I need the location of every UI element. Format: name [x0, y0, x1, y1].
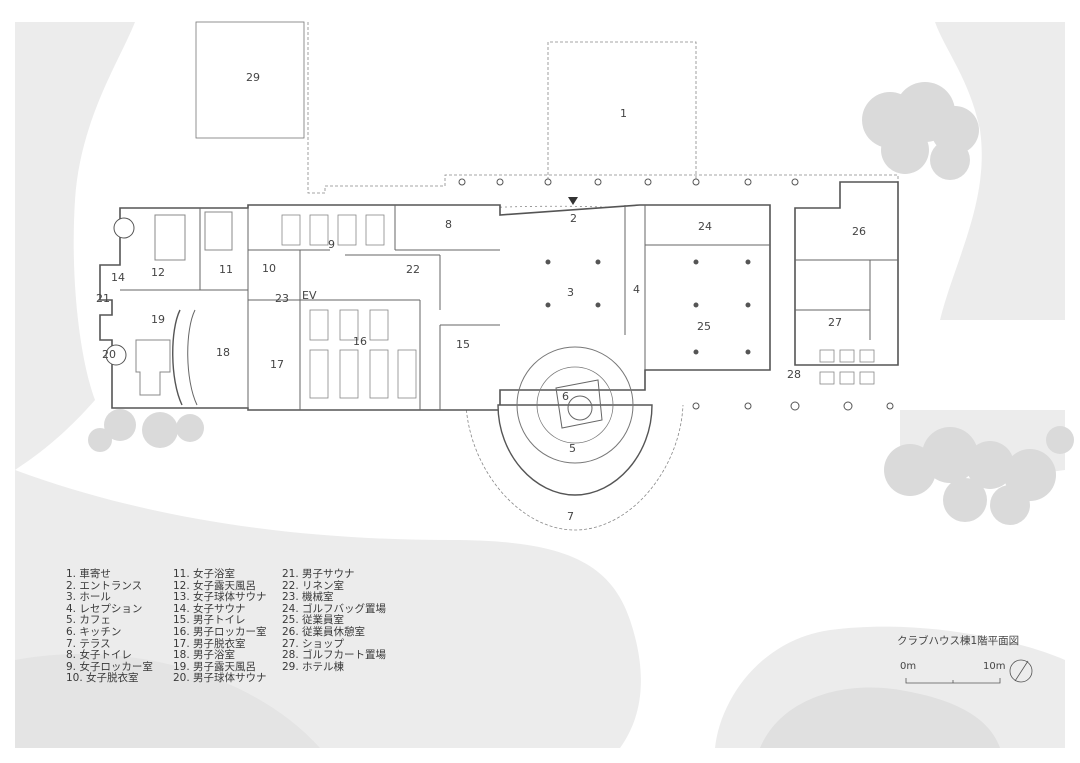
legend-item: 11. 女子浴室 — [173, 568, 236, 580]
room-label-11: 11 — [219, 263, 233, 276]
room-labels: 1 2 3 4 5 6 7 8 9 10 11 12 14 15 16 17 1… — [96, 71, 866, 523]
legend-item: 20. 男子球体サウナ — [173, 672, 267, 685]
room-label-16: 16 — [353, 335, 367, 348]
legend-item: 4. レセプション — [66, 602, 143, 615]
room-label-23: 23 — [275, 292, 289, 305]
room-label-28: 28 — [787, 368, 801, 381]
room-label-8: 8 — [445, 218, 452, 231]
legend-item: 24. ゴルフバッグ置場 — [282, 602, 387, 615]
entrance-marker — [568, 197, 578, 205]
ground-bottom-left-inner — [15, 653, 320, 748]
legend-item: 7. テラス — [66, 637, 111, 650]
legend-item: 17. 男子脱衣室 — [173, 637, 246, 650]
room-label-17: 17 — [270, 358, 284, 371]
structural-columns — [105, 178, 894, 411]
legend-item: 12. 女子露天風呂 — [173, 579, 257, 592]
legend-item: 10. 女子脱衣室 — [66, 672, 139, 685]
legend-item: 29. ホテル棟 — [282, 660, 345, 673]
room-label-3: 3 — [567, 286, 574, 299]
room-label-24: 24 — [698, 220, 712, 233]
legend-item: 28. ゴルフカート置場 — [282, 649, 387, 662]
room-label-7: 7 — [567, 510, 574, 523]
room-label-25: 25 — [697, 320, 711, 333]
legend-item: 5. カフェ — [66, 614, 111, 627]
scale-bar — [905, 678, 1001, 684]
cafe-rotunda — [497, 346, 653, 496]
scale-start-label: 0m — [900, 661, 917, 672]
legend-item: 1. 車寄せ — [66, 568, 111, 580]
legend-column-3: 21. 男子サウナ 22. リネン室 23. 機械室 24. ゴルフバッグ置場 … — [282, 568, 387, 673]
legend-item: 16. 男子ロッカー室 — [173, 625, 267, 638]
ground-bottom-right-inner — [760, 687, 1000, 748]
legend-item: 2. エントランス — [66, 579, 143, 592]
room-label-18: 18 — [216, 346, 230, 359]
room-label-20: 20 — [102, 348, 116, 361]
room-label-2: 2 — [570, 212, 577, 225]
legend-item: 23. 機械室 — [282, 591, 334, 604]
north-arrow-icon — [1009, 659, 1033, 683]
legend-item: 14. 女子サウナ — [173, 602, 246, 615]
room-label-15: 15 — [456, 338, 470, 351]
ground-top-left — [15, 22, 135, 470]
legend-item: 19. 男子露天風呂 — [173, 660, 257, 673]
room-label-27: 27 — [828, 316, 842, 329]
legend-item: 8. 女子トイレ — [66, 649, 132, 662]
room-label-12: 12 — [151, 266, 165, 279]
landscape — [15, 22, 1065, 748]
legend-item: 6. キッチン — [66, 625, 122, 638]
room-label-29: 29 — [246, 71, 260, 84]
room-label-9: 9 — [328, 238, 335, 251]
room-label-19: 19 — [151, 313, 165, 326]
legend-item: 15. 男子トイレ — [173, 614, 246, 627]
legend-item: 9. 女子ロッカー室 — [66, 660, 153, 673]
room-label-5: 5 — [569, 442, 576, 455]
room-label-10: 10 — [262, 262, 276, 275]
plan-title: クラブハウス棟1階平面図 — [897, 635, 1020, 647]
legend-item: 21. 男子サウナ — [282, 568, 355, 580]
elevator-label: EV — [302, 289, 317, 302]
ground-top-right — [935, 22, 1065, 320]
room-label-26: 26 — [852, 225, 866, 238]
legend-item: 25. 従業員室 — [282, 614, 345, 627]
legend-item: 3. ホール — [66, 591, 111, 604]
room-label-22: 22 — [406, 263, 420, 276]
interior-walls — [120, 205, 898, 410]
room-label-4: 4 — [633, 283, 640, 296]
room-label-21: 21 — [96, 292, 110, 305]
legend-item: 18. 男子浴室 — [173, 649, 236, 662]
legend-item: 13. 女子球体サウナ — [173, 591, 267, 604]
legend-item: 22. リネン室 — [282, 579, 345, 592]
hotel-building-outline — [195, 21, 305, 139]
legend-item: 26. 従業員休憩室 — [282, 625, 366, 638]
building-walls — [99, 181, 899, 411]
trees — [88, 82, 1074, 525]
legend-column-1: 1. 車寄せ 2. エントランス 3. ホール 4. レセプション 5. カフェ… — [66, 568, 153, 685]
scale-end-label: 10m — [983, 661, 1006, 672]
locker-rows — [281, 214, 875, 399]
room-label-14: 14 — [111, 271, 125, 284]
legend-item: 27. ショップ — [282, 637, 345, 650]
room-label-1: 1 — [620, 107, 627, 120]
room-label-6: 6 — [562, 390, 569, 403]
legend-column-2: 11. 女子浴室 12. 女子露天風呂 13. 女子球体サウナ 14. 女子サウ… — [173, 568, 267, 685]
